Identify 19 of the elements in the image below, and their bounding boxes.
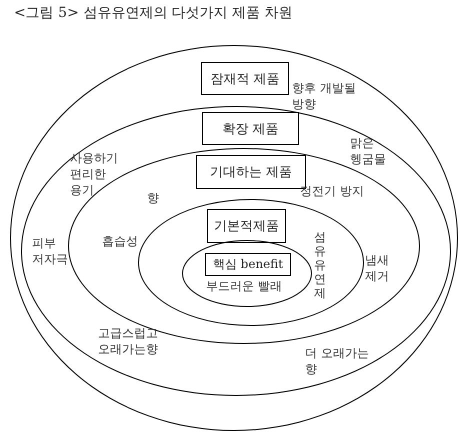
attribute-label: 섬유유연제 (313, 230, 327, 300)
ellipse-ring (182, 240, 312, 307)
attribute-label: 더 오래가는 향 (305, 345, 370, 377)
product-level-box: 기본적제품 (207, 209, 286, 243)
attribute-label: 부드러운 빨래 (206, 278, 283, 294)
attribute-label: 피부 저자극 (32, 235, 69, 267)
ellipse-ring (68, 148, 420, 344)
attribute-label: 냄새 제거 (365, 252, 390, 284)
attribute-label: 향후 개발될 방향 (292, 80, 357, 112)
attribute-label: 고급스럽고 오래가는향 (98, 325, 159, 357)
attribute-label: 흡습성 (102, 233, 139, 249)
product-level-box: 확장 제품 (202, 112, 299, 145)
ellipse-ring (10, 45, 458, 431)
attribute-label: 향 (147, 190, 160, 206)
product-level-box: 잠재적 제품 (201, 62, 289, 95)
product-level-box: 핵심 benefit (205, 253, 291, 276)
figure-title: <그림 5> 섬유유연제의 다섯가지 제품 차원 (14, 4, 293, 22)
attribute-label: 맑은 헹굼물 (350, 135, 387, 167)
attribute-label: 사용하기 편리한 용기 (70, 150, 119, 198)
